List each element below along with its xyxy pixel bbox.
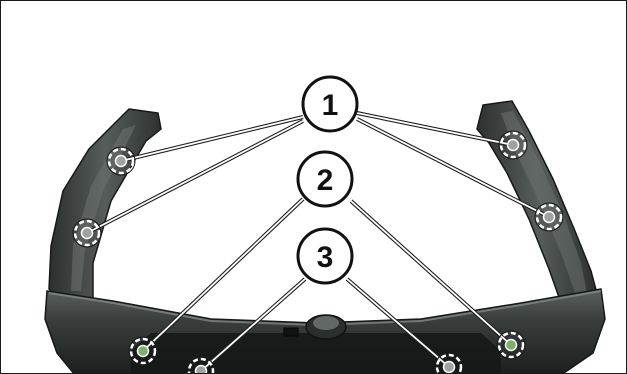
- fastener-1-right-upper-leader: [356, 112, 514, 146]
- fastener-3-left-marker-icon: [186, 356, 216, 373]
- latch-icon: [283, 314, 347, 340]
- callout-2: 2: [296, 150, 354, 208]
- callout-3-label: 3: [317, 241, 334, 274]
- fastener-2-right-marker-icon: [496, 330, 526, 360]
- trim-right-arm-highlight: [501, 111, 587, 293]
- leader-lines: [86, 111, 550, 373]
- fastener-1-right-lower-marker-icon: [534, 202, 564, 232]
- fastener-1-left-upper-leader: [120, 116, 304, 162]
- trim-base-recess: [131, 333, 501, 373]
- fastener-2-right-leader: [350, 200, 512, 346]
- fastener-markers: [72, 130, 564, 373]
- callout-1: 1: [301, 75, 359, 133]
- fastener-1-left-lower-marker-icon: [72, 218, 102, 248]
- fastener-1-left-lower-leader: [86, 120, 304, 234]
- trim-panel-part: [44, 100, 606, 373]
- callout-1-label: 1: [322, 89, 339, 122]
- fastener-3-right-marker-icon: [434, 352, 464, 373]
- fastener-3-right-leader: [346, 278, 450, 368]
- fastener-1-right-lower-leader: [356, 118, 550, 218]
- callout-3: 3: [296, 227, 354, 285]
- callout-2-label: 2: [317, 164, 334, 197]
- fastener-1-left-upper-marker-icon: [106, 146, 136, 176]
- fastener-1-right-upper-marker-icon: [498, 130, 528, 160]
- trim-left-arm-highlight: [71, 125, 136, 291]
- fastener-3-left-leader: [200, 278, 306, 372]
- fastener-2-left-leader: [142, 198, 304, 352]
- fastener-2-left-marker-icon: [128, 336, 158, 366]
